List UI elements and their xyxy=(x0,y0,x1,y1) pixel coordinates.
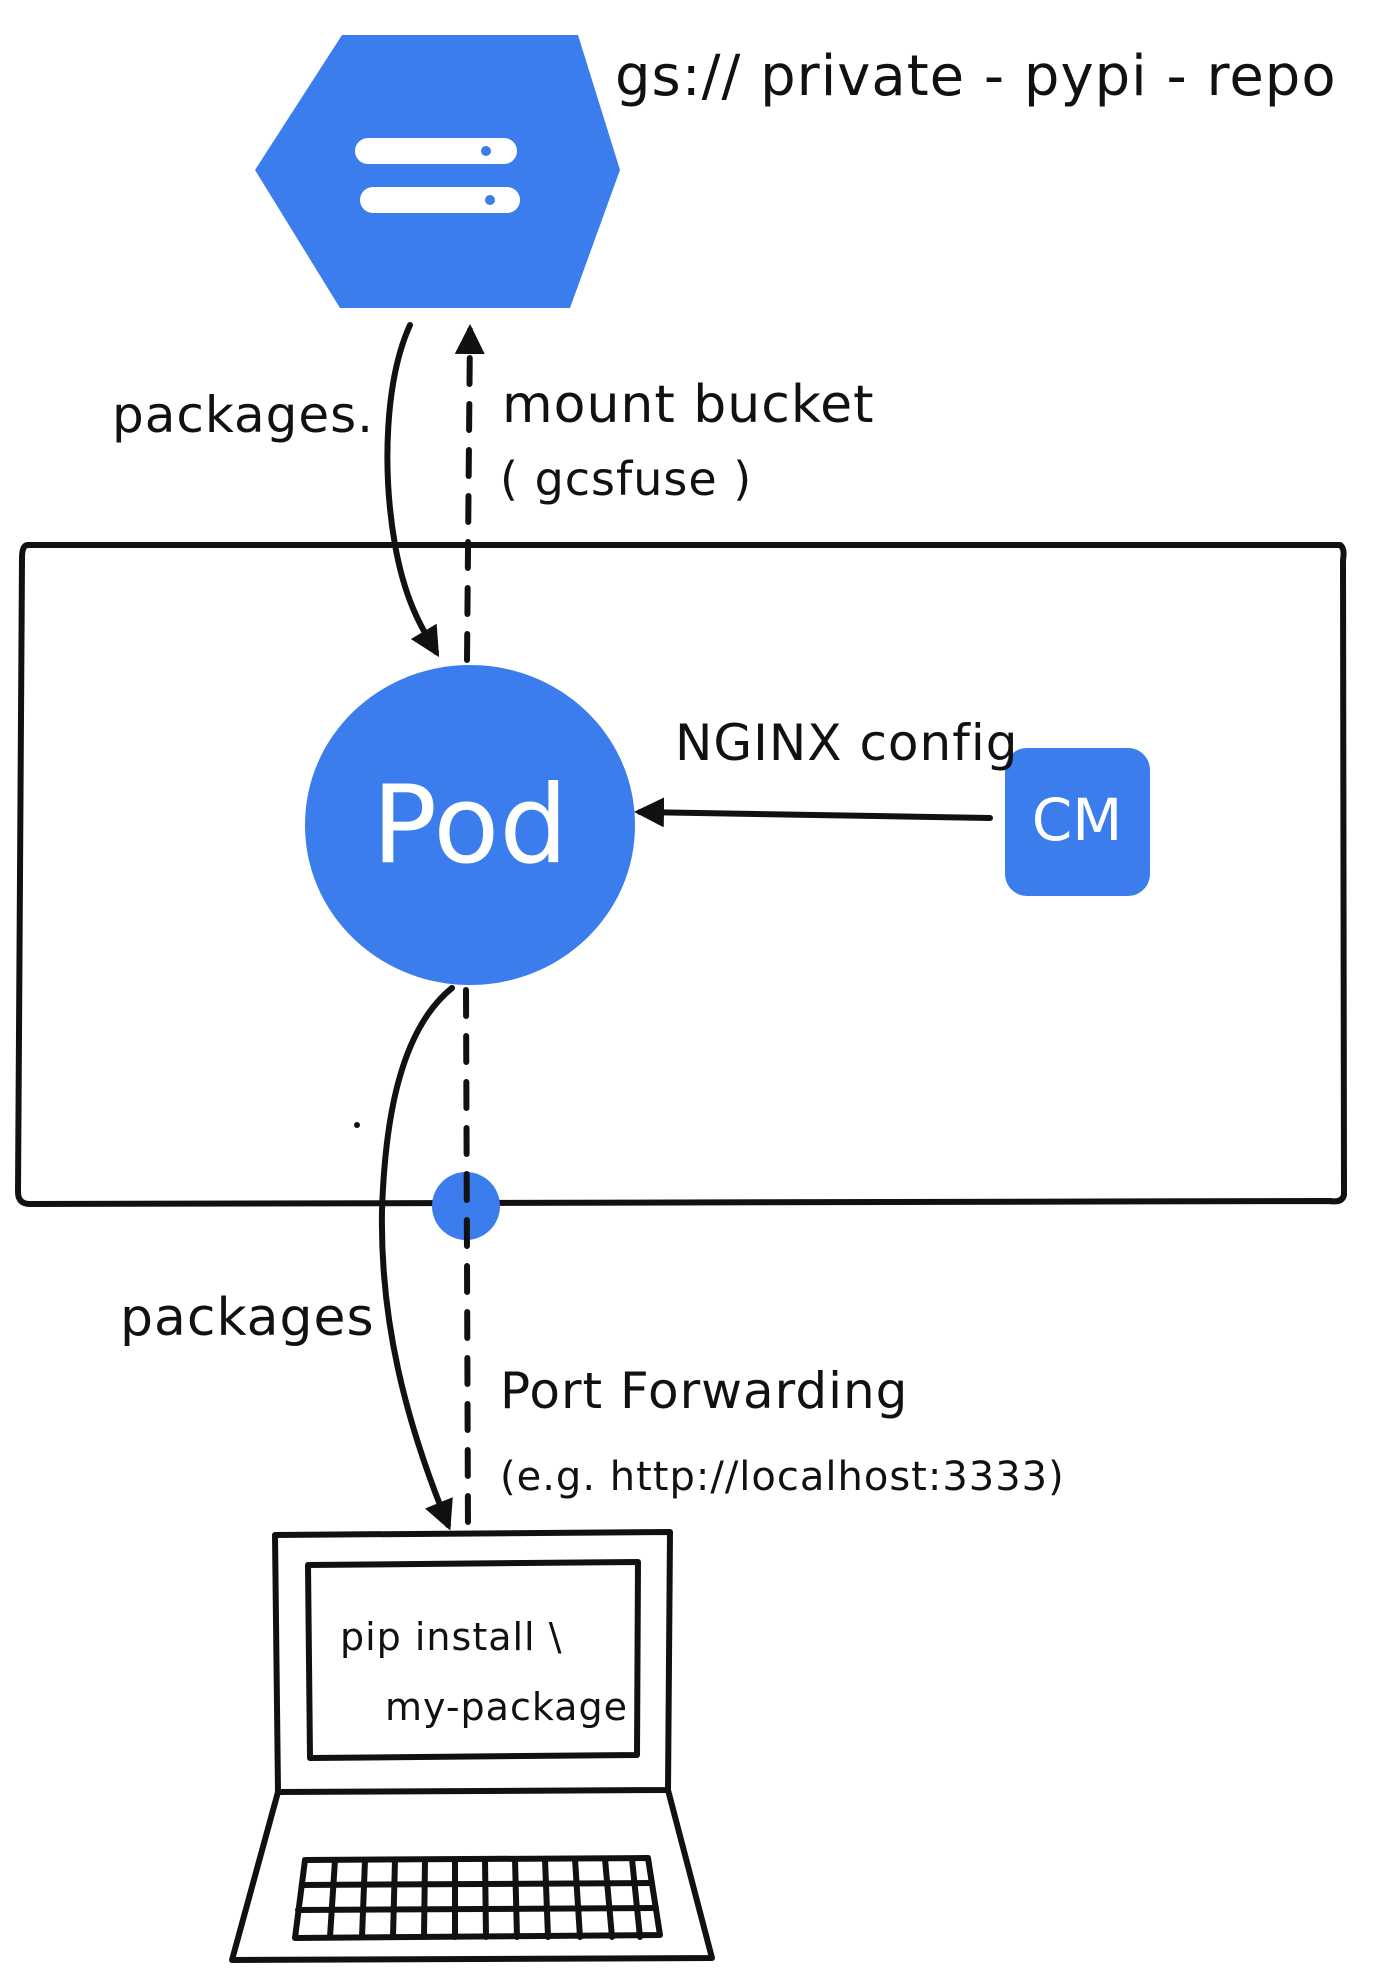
packages-label-top: packages. xyxy=(112,386,374,444)
nginx-config-arrow xyxy=(634,797,993,828)
bucket-url-label: gs:// private - pypi - repo xyxy=(615,44,1337,109)
pod-label: Pod xyxy=(372,763,568,888)
stray-dot xyxy=(354,1122,360,1128)
terminal-line-1: pip install \ xyxy=(340,1615,563,1659)
laptop-screen xyxy=(305,1559,641,1761)
bucket-hexagon xyxy=(255,35,620,308)
mount-bucket-label: mount bucket xyxy=(502,375,875,435)
port-forwarding-line xyxy=(463,987,471,1533)
laptop-keyboard xyxy=(292,1855,663,1941)
nginx-config-label: NGINX config xyxy=(675,714,1018,772)
port-forwarding-label: Port Forwarding xyxy=(500,1362,908,1420)
port-forward-point xyxy=(432,1172,500,1240)
gcsfuse-label: ( gcsfuse ) xyxy=(500,452,752,506)
laptop: pip install \ my-package xyxy=(229,1529,715,1963)
mount-bucket-arrow xyxy=(454,324,485,663)
configmap-node: CM xyxy=(1005,748,1150,896)
cluster-boundary xyxy=(15,542,1347,1207)
pod-node: Pod xyxy=(305,665,635,985)
packages-arrow-top xyxy=(384,322,440,658)
storage-bucket xyxy=(255,35,620,308)
localhost-example-label: (e.g. http://localhost:3333) xyxy=(500,1454,1065,1500)
laptop-base xyxy=(229,1787,715,1963)
packages-label-bottom: packages xyxy=(120,1288,375,1348)
terminal-line-2: my-package xyxy=(385,1685,628,1729)
storage-bucket-icon xyxy=(355,138,520,213)
packages-arrow-bottom xyxy=(378,985,455,1531)
pod-circle xyxy=(305,665,635,985)
configmap-box xyxy=(1005,748,1150,896)
configmap-label: CM xyxy=(1032,786,1123,854)
